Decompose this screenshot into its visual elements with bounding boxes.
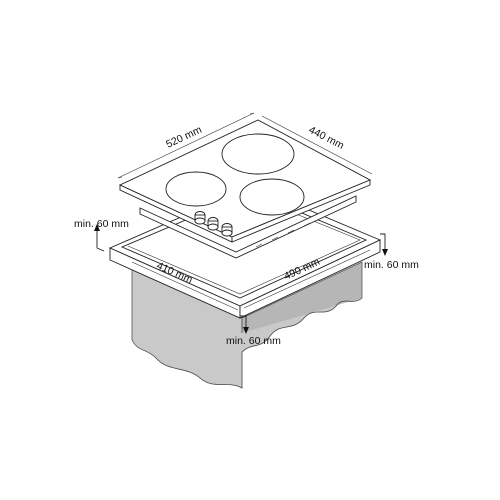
knob-2-base xyxy=(207,223,219,231)
arrow-front-clearance xyxy=(240,315,247,328)
hob-fixing-clips xyxy=(255,215,327,248)
dim-line-490 xyxy=(243,249,371,309)
label-hob-depth: 440 mm xyxy=(307,124,346,152)
knob-1-base xyxy=(194,217,206,225)
dimension-lines xyxy=(117,112,373,311)
hob-underside xyxy=(139,195,357,259)
burner-right xyxy=(239,178,305,216)
label-clearance-front: min. 60 mm xyxy=(226,335,281,347)
arrow-left-clearance xyxy=(96,230,105,252)
burner-back xyxy=(221,133,295,175)
hob-side-edge xyxy=(231,179,371,243)
burner-left xyxy=(165,171,227,207)
label-clearance-right: min. 60 mm xyxy=(364,259,419,271)
cabinet xyxy=(131,261,363,389)
dim-line-410 xyxy=(131,261,239,311)
dim-line-520 xyxy=(117,112,255,179)
knob-3-base xyxy=(221,229,233,237)
control-knobs xyxy=(194,211,233,237)
cutout-inner-edge xyxy=(127,195,361,295)
dim-line-440 xyxy=(261,115,373,175)
worktop-side-edge xyxy=(239,239,381,319)
arrow-right-clearance xyxy=(380,233,386,250)
hob xyxy=(118,119,372,259)
cabinet-front-lower xyxy=(155,297,363,389)
clearance-arrows xyxy=(94,224,388,334)
label-clearance-left: min. 60 mm xyxy=(74,218,129,230)
